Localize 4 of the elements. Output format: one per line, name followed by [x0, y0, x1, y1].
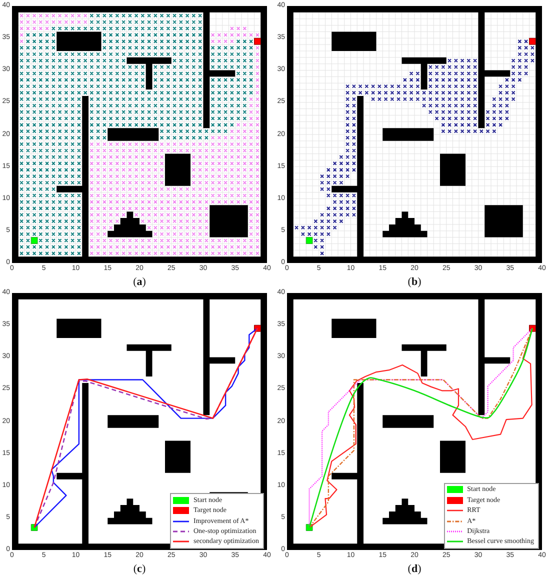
panel-caption: (c) [133, 563, 146, 576]
panel-caption: (b) [408, 276, 422, 289]
panel-caption: (d) [408, 563, 422, 576]
panel-caption: (a) [133, 276, 146, 289]
